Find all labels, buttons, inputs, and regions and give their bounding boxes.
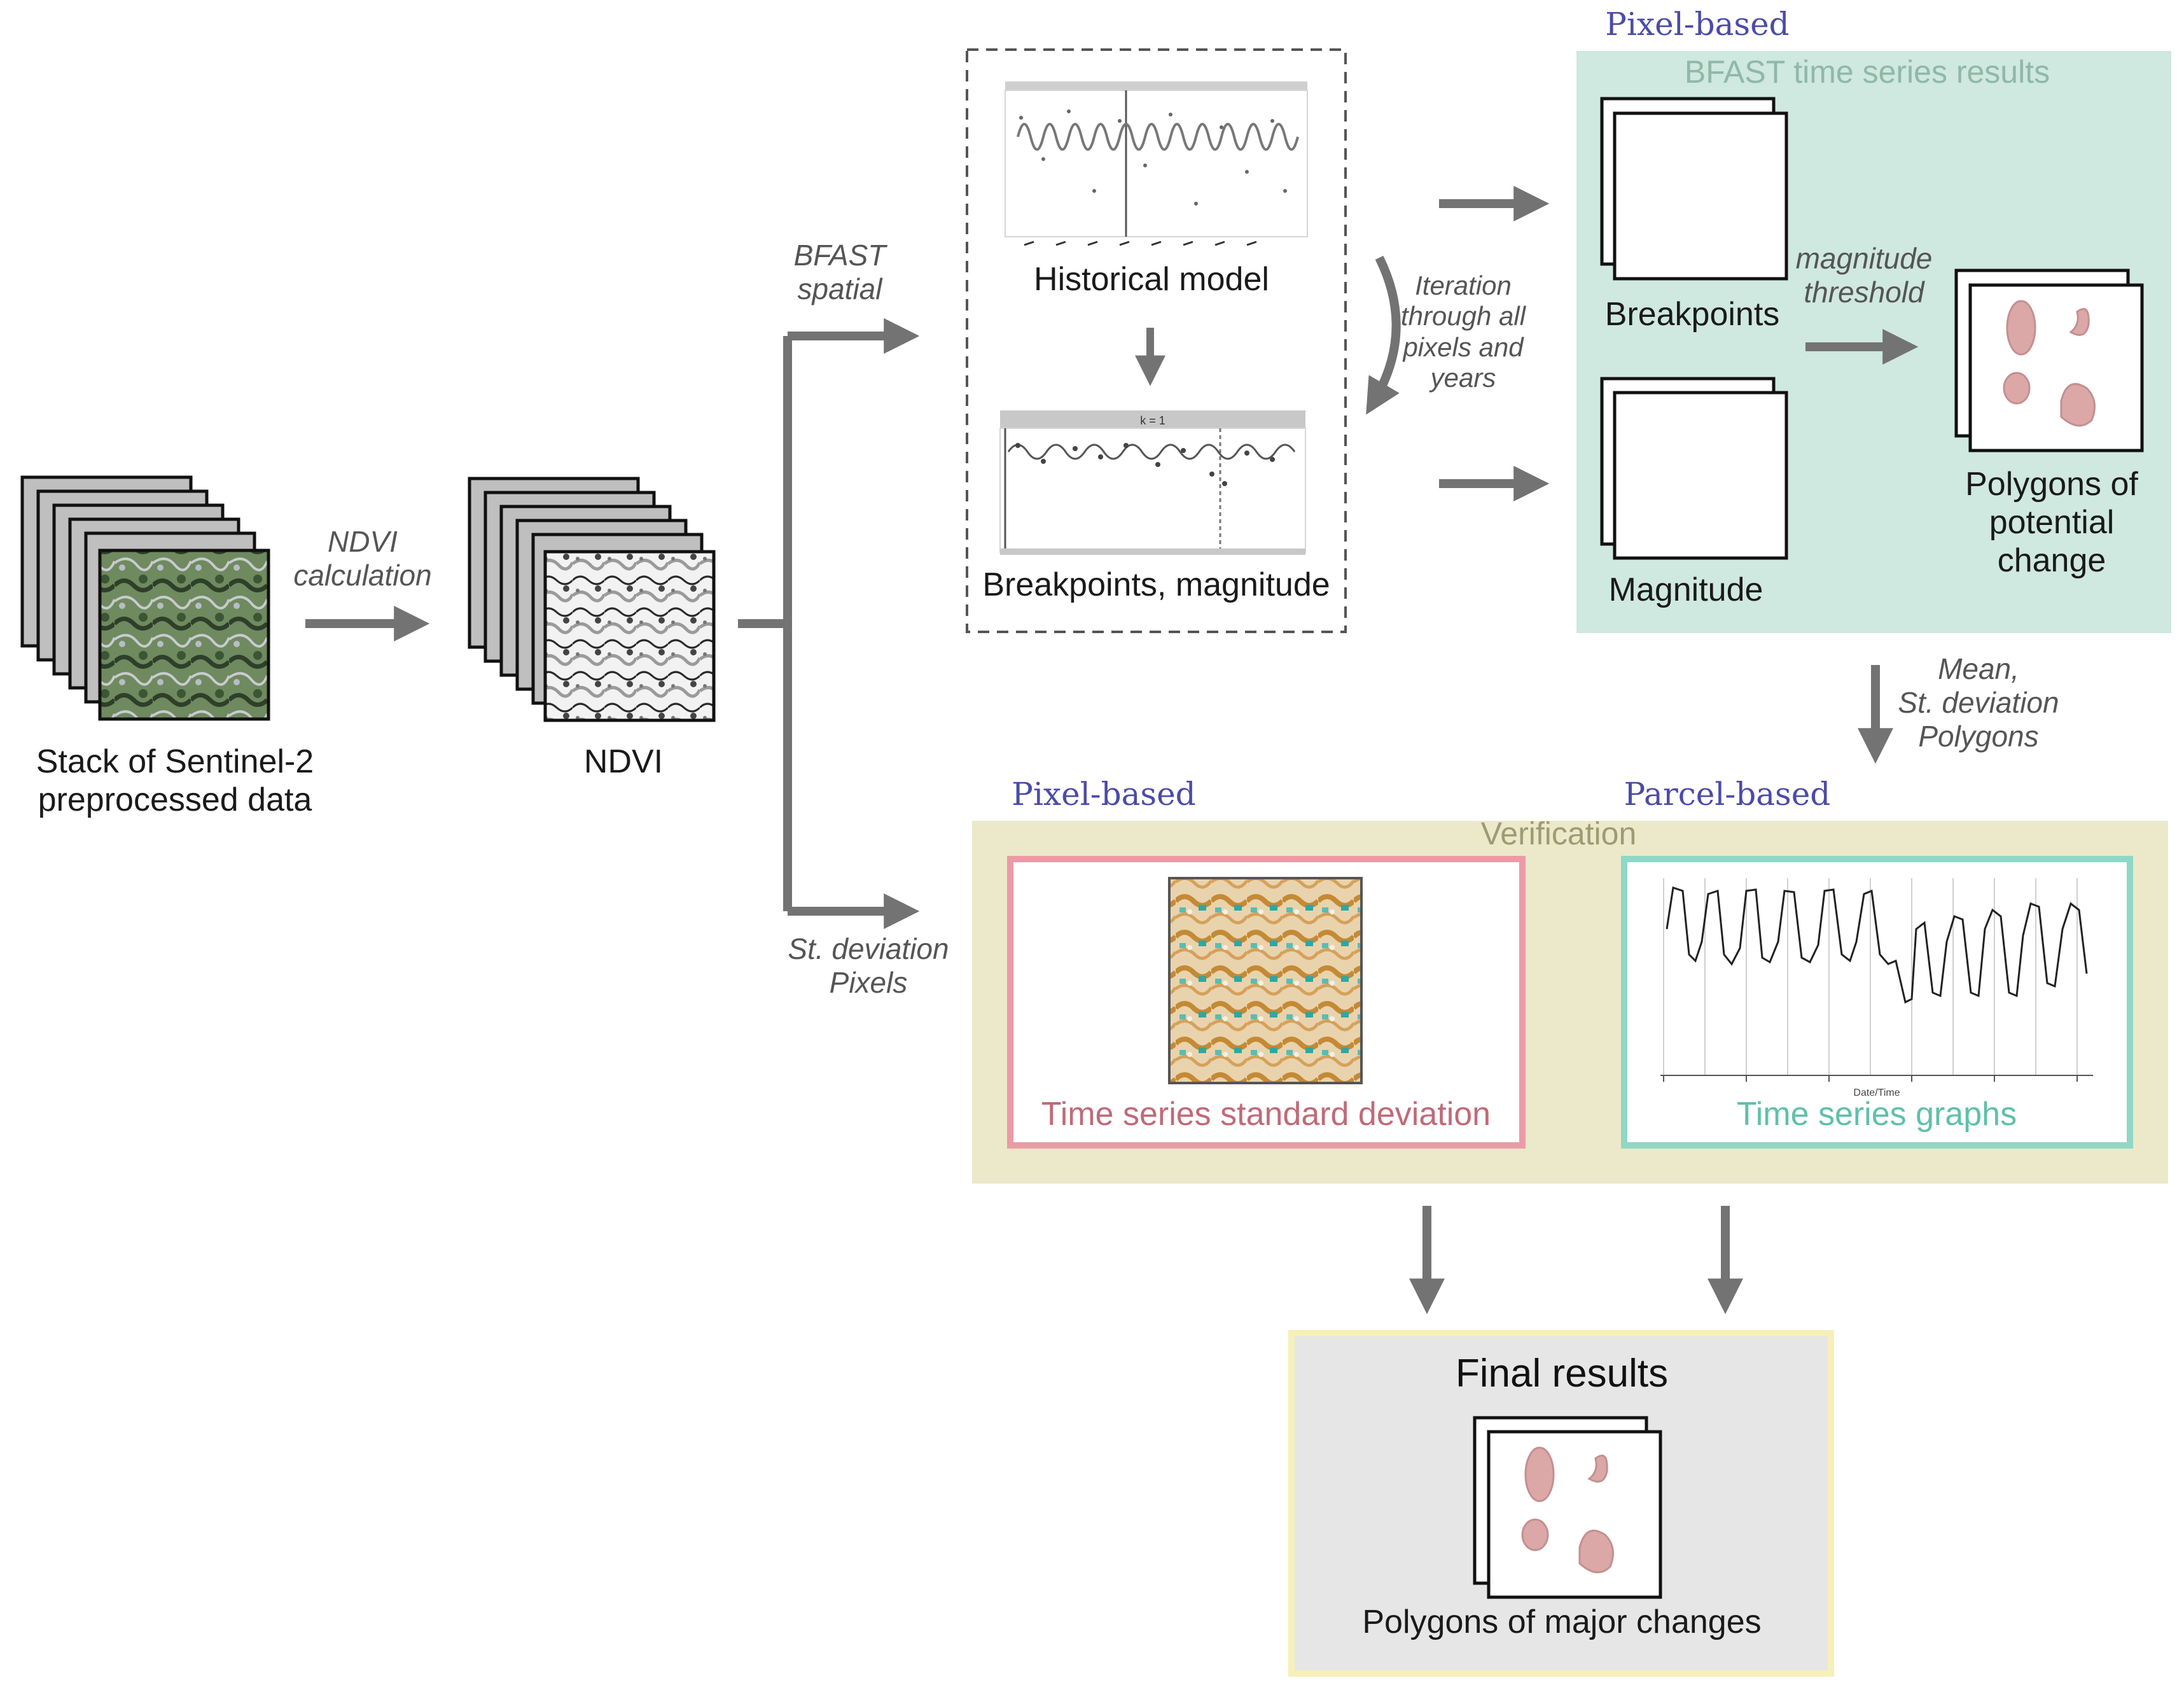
bfast-spatial-label: BFAST spatial xyxy=(793,239,886,305)
iteration-label: Iteration through all pixels and years xyxy=(1400,270,1526,393)
split-bracket xyxy=(738,318,920,929)
satellite-image xyxy=(98,549,270,721)
graphs-frame xyxy=(1621,856,2133,1149)
final-results-title: Final results xyxy=(1455,1352,1669,1395)
verification-title: Verification xyxy=(1480,816,1637,851)
major-change-polygons xyxy=(1473,1416,1662,1599)
stdev-map xyxy=(1168,877,1363,1084)
breakpoints-layers xyxy=(1600,97,1788,281)
ndvi-image xyxy=(543,550,716,722)
breakpoints-magnitude-label: Breakpoints, magnitude xyxy=(982,566,1330,603)
breakpoints-chart: k = 1 xyxy=(999,410,1306,555)
ndvi-calc-label: NDVI calculation xyxy=(293,525,432,592)
breakpoints-label: Breakpoints xyxy=(1604,296,1780,333)
mini-chart-header: k = 1 xyxy=(1140,414,1165,427)
ndvi-label: NDVI xyxy=(583,743,664,780)
magnitude-label: Magnitude xyxy=(1608,571,1763,608)
potential-change-polygons xyxy=(1954,269,2144,452)
stdev-caption: Time series standard deviation xyxy=(1041,1096,1491,1133)
mean-stdev-label: Mean, St. deviation Polygons xyxy=(1898,652,2059,753)
pixel-based-verification: Pixel-based xyxy=(1012,776,1196,813)
major-changes-label: Polygons of major changes xyxy=(1362,1604,1762,1640)
historical-model-chart xyxy=(1005,81,1308,246)
stdev-pixels-label: St. deviation Pixels xyxy=(788,932,949,999)
ndvi-stack xyxy=(468,477,716,722)
model-box xyxy=(966,48,1347,633)
iteration-arrow xyxy=(1366,255,1401,415)
time-series-graph: Date/Time xyxy=(1660,878,2093,1098)
potential-change-label: Polygons of potential change xyxy=(1965,466,2138,579)
magnitude-threshold-label: magnitude threshold xyxy=(1795,242,1933,309)
parcel-based-verification: Parcel-based xyxy=(1624,776,1831,813)
graphs-caption: Time series graphs xyxy=(1736,1096,2017,1133)
bfast-results-title: BFAST time series results xyxy=(1684,54,2050,90)
date-axis-label: Date/Time xyxy=(1853,1087,1900,1098)
stack-label: Stack of Sentinel-2 preprocessed data xyxy=(36,743,314,818)
pixel-based-top: Pixel-based xyxy=(1605,6,1790,43)
historical-model-label: Historical model xyxy=(1034,261,1269,298)
sentinel-stack xyxy=(20,475,270,721)
magnitude-layers xyxy=(1600,377,1788,560)
